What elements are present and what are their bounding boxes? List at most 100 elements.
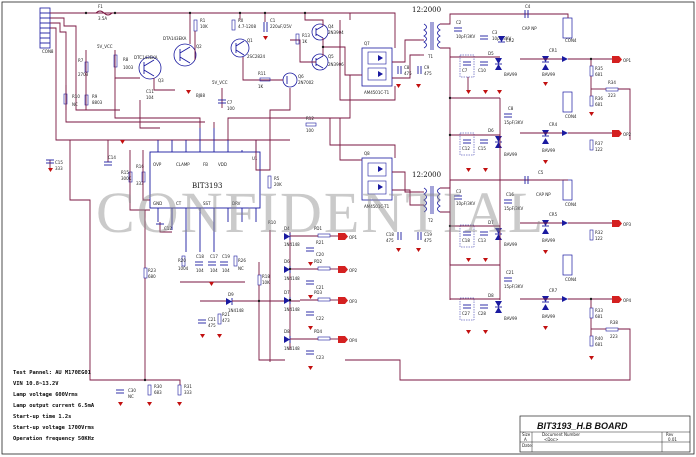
svg-text:AM4501C-T1: AM4501C-T1 — [364, 204, 390, 209]
ground-symbol — [308, 262, 313, 266]
fuse-f1: F1 3.5A — [95, 4, 113, 21]
ground-symbol — [396, 84, 401, 88]
svg-text:1N4148: 1N4148 — [284, 276, 300, 281]
svg-text:C7: C7 — [227, 100, 233, 105]
svg-text:3.5A: 3.5A — [98, 16, 107, 21]
svg-text:R7: R7 — [78, 58, 84, 63]
svg-text:R12: R12 — [306, 116, 314, 121]
svg-text:D9: D9 — [228, 292, 234, 297]
svg-text:CR7: CR7 — [549, 288, 558, 293]
svg-text:10pF/3KV: 10pF/3KV — [456, 201, 475, 206]
svg-text:C21: C21 — [316, 285, 324, 290]
svg-text:681: 681 — [595, 342, 603, 347]
svg-text:4.7-1208: 4.7-1208 — [238, 24, 256, 29]
svg-text:1003: 1003 — [123, 65, 134, 70]
ground-symbol — [416, 84, 421, 88]
svg-text:OP1: OP1 — [623, 58, 632, 63]
svg-text:F1: F1 — [98, 4, 103, 9]
svg-text:R13: R13 — [302, 33, 310, 38]
svg-text:C27: C27 — [462, 311, 470, 316]
svg-text:104: 104 — [222, 268, 230, 273]
svg-text:C3: C3 — [456, 189, 462, 194]
svg-text:5V_VCC: 5V_VCC — [212, 80, 228, 85]
junction-dots — [84, 11, 593, 382]
transistor-q4: Q4 2N3904 — [311, 23, 344, 41]
input-connector-label: CON8 — [42, 49, 54, 54]
svg-text:C16: C16 — [506, 192, 514, 197]
svg-text:223: 223 — [608, 93, 616, 98]
svg-text:220uF/25V: 220uF/25V — [270, 24, 292, 29]
svg-text:C15: C15 — [478, 146, 486, 151]
svg-text:C2: C2 — [456, 20, 462, 25]
svg-text:R34: R34 — [608, 80, 616, 85]
svg-text:681: 681 — [595, 314, 603, 319]
ground-symbol — [120, 140, 125, 144]
svg-text:C3: C3 — [492, 30, 498, 35]
svg-text:R10: R10 — [72, 94, 80, 99]
svg-text:Start-up time 1.2s: Start-up time 1.2s — [13, 414, 71, 420]
title-block: BIT3193_H.B BOARD Size A Document Number… — [519, 415, 691, 453]
svg-text:PD1: PD1 — [314, 226, 322, 231]
svg-text:C19: C19 — [222, 254, 230, 259]
svg-text:15pF/3KV: 15pF/3KV — [504, 120, 523, 125]
svg-text:BAV99: BAV99 — [542, 238, 556, 243]
svg-text:NC: NC — [128, 394, 134, 399]
svg-text:CON4: CON4 — [565, 277, 577, 282]
spec-notes: Test Pannel: AU M170EG01 VIN 10.8~13.2V … — [13, 370, 95, 442]
ground-symbol — [543, 250, 548, 254]
svg-text:Test Pannel: AU M170EG01: Test Pannel: AU M170EG01 — [13, 370, 91, 376]
svg-text:C21: C21 — [506, 270, 514, 275]
ground-symbol — [308, 295, 313, 299]
svg-text:C11: C11 — [146, 89, 154, 94]
svg-text:Size: Size — [522, 432, 531, 437]
svg-text:C10: C10 — [478, 68, 486, 73]
svg-text:R26: R26 — [238, 258, 246, 263]
svg-text:R35: R35 — [595, 66, 603, 71]
svg-text:681: 681 — [595, 72, 603, 77]
svg-text:1N4148: 1N4148 — [284, 242, 300, 247]
ground-symbol — [466, 330, 471, 334]
svg-text:D7: D7 — [488, 220, 494, 225]
svg-text:104: 104 — [210, 268, 218, 273]
svg-text:C1: C1 — [270, 18, 276, 23]
svg-text:C13: C13 — [478, 238, 486, 243]
svg-text:D6: D6 — [284, 259, 290, 264]
svg-text:AM4501C-T1: AM4501C-T1 — [364, 90, 390, 95]
svg-text:C17: C17 — [210, 254, 218, 259]
svg-text:1K: 1K — [302, 39, 308, 44]
svg-text:VIN 10.8~13.2V: VIN 10.8~13.2V — [13, 381, 59, 387]
svg-text:Rev: Rev — [666, 432, 674, 437]
svg-text:8803: 8803 — [92, 100, 103, 105]
svg-text:475: 475 — [424, 238, 432, 243]
svg-text:NC: NC — [238, 266, 244, 271]
svg-text:R21: R21 — [316, 240, 324, 245]
svg-text:D5: D5 — [488, 51, 494, 56]
svg-text:Date:: Date: — [522, 443, 533, 448]
svg-text:10K: 10K — [262, 280, 270, 285]
ground-symbol — [217, 334, 222, 338]
ground-symbol — [589, 356, 594, 360]
ground-symbol — [589, 112, 594, 116]
svg-text:OP4: OP4 — [623, 298, 632, 303]
transformer-t1: 12:2000 T1 — [412, 6, 441, 59]
svg-text:OP2: OP2 — [623, 132, 632, 137]
svg-text:R38: R38 — [610, 320, 618, 325]
svg-text:122: 122 — [595, 236, 603, 241]
svg-text:1N4148: 1N4148 — [284, 307, 300, 312]
svg-text:DTA143EKA: DTA143EKA — [163, 36, 187, 41]
svg-text:R11: R11 — [258, 71, 266, 76]
svg-text:CR4: CR4 — [549, 122, 558, 127]
ground-symbol — [483, 90, 488, 94]
ground-symbol — [186, 90, 191, 94]
svg-text:CON4: CON4 — [565, 38, 577, 43]
ground-symbol — [483, 168, 488, 172]
svg-text:20K: 20K — [274, 182, 282, 187]
svg-text:NC: NC — [72, 102, 78, 107]
svg-text:D4: D4 — [284, 226, 290, 231]
ground-symbol — [177, 402, 182, 406]
svg-text:680: 680 — [148, 274, 156, 279]
transformer-t2: 12:2000 T2 — [412, 171, 441, 223]
svg-text:473: 473 — [222, 318, 230, 323]
svg-text:C18: C18 — [386, 232, 394, 237]
svg-text:CR5: CR5 — [549, 212, 558, 217]
